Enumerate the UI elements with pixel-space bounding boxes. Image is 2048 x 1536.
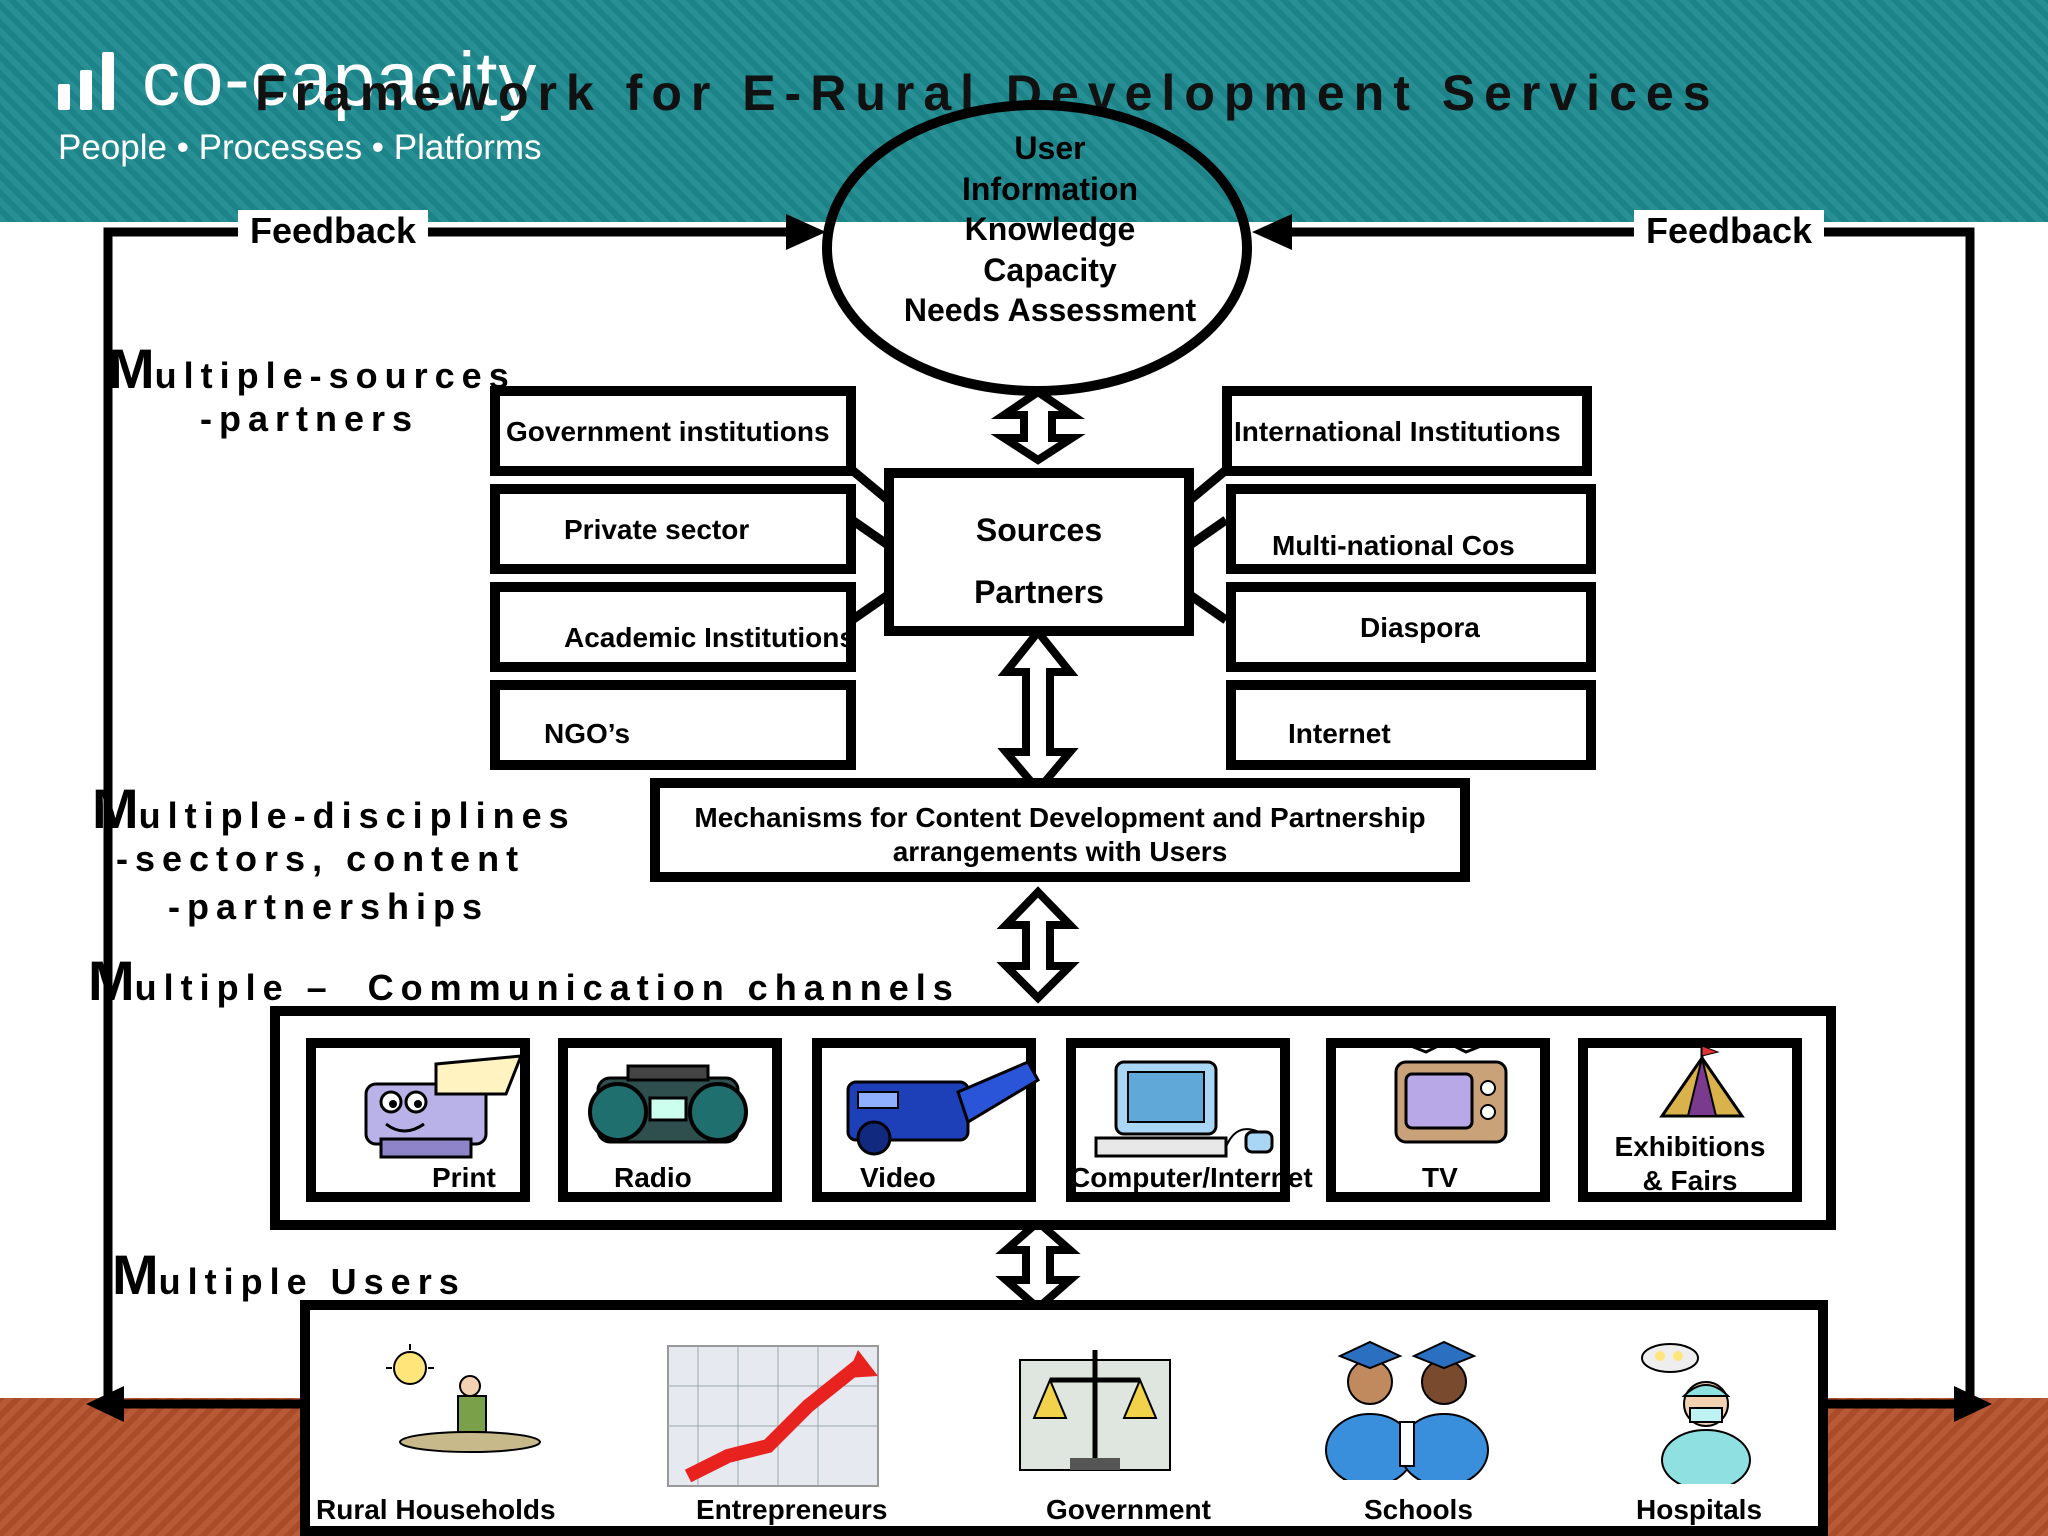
loop-arrow-right bbox=[1954, 1386, 1992, 1422]
channel-video: Video bbox=[812, 1038, 1041, 1202]
feedback-label-left: Feedback bbox=[238, 210, 429, 252]
channel-print: Print bbox=[306, 1038, 530, 1202]
channel-exhibitions-fairs: Exhibitions & Fairs bbox=[1578, 1038, 1802, 1202]
sources-partners-box: Sources Partners bbox=[884, 468, 1194, 636]
user-line-2: Information bbox=[962, 170, 1138, 207]
channel-tv: TV bbox=[1326, 1038, 1550, 1202]
computer-icon bbox=[1094, 1060, 1274, 1158]
channel-radio: Radio bbox=[558, 1038, 782, 1202]
partner-diaspora: Diaspora bbox=[1226, 582, 1596, 672]
partner-academic-institutions: Academic Institutions bbox=[490, 582, 856, 672]
scales-of-justice-icon bbox=[1019, 1350, 1171, 1471]
partner-multinational-cos: Multi-national Cos bbox=[1226, 484, 1596, 574]
user-line-1: User bbox=[1014, 130, 1086, 166]
double-arrows bbox=[990, 387, 1086, 1314]
loop-arrow-left bbox=[86, 1386, 124, 1422]
partner-private-sector: Private sector bbox=[490, 484, 856, 574]
feedback-label-right: Feedback bbox=[1634, 210, 1825, 252]
tv-icon bbox=[1394, 1040, 1508, 1144]
user-line-5: Needs Assessment bbox=[903, 292, 1197, 328]
partner-ngos: NGO’s bbox=[490, 680, 856, 770]
printer-icon bbox=[364, 1054, 524, 1159]
farmer-icon bbox=[386, 1344, 541, 1453]
user-needs-ellipse bbox=[822, 100, 1252, 396]
section-label-disciplines: Multiple-disciplines bbox=[92, 777, 576, 840]
section-label-partners: -partners bbox=[200, 398, 420, 439]
radio-icon bbox=[588, 1064, 748, 1144]
mechanisms-box: Mechanisms for Content Development and P… bbox=[650, 778, 1470, 882]
section-label-partnerships: -partnerships bbox=[168, 886, 490, 927]
growth-chart-icon bbox=[667, 1345, 879, 1487]
feedback-arrow-right bbox=[1252, 214, 1292, 250]
tent-icon bbox=[1659, 1046, 1745, 1118]
logo-bars-icon bbox=[58, 52, 118, 110]
right-connectors bbox=[1187, 466, 1229, 624]
user-line-4: Capacity bbox=[983, 251, 1117, 288]
section-label-sources: Multiple-sources bbox=[108, 337, 516, 400]
partner-internet: Internet bbox=[1226, 680, 1596, 770]
logo-tagline: People • Processes • Platforms bbox=[58, 128, 542, 167]
feedback-arrow-left bbox=[786, 214, 826, 250]
feedback-loop bbox=[103, 227, 1975, 1409]
user-line-3: Knowledge bbox=[964, 211, 1136, 247]
section-label-channels: Multiple – Communication channels bbox=[88, 949, 960, 1012]
logo-name: co-capacity bbox=[142, 37, 538, 122]
user-needs-text: User Information Knowledge Capacity Need… bbox=[822, 128, 1278, 331]
partner-government-institutions: Government institutions bbox=[490, 386, 856, 476]
users-box: Rural Households Entrepreneurs Governmen… bbox=[300, 1300, 1828, 1536]
surgeon-icon bbox=[1641, 1343, 1751, 1484]
left-connectors bbox=[849, 466, 891, 624]
channel-computer-internet: Computer/Internet bbox=[1066, 1038, 1313, 1202]
partner-international-institutions: International Institutions bbox=[1222, 386, 1592, 476]
channels-container bbox=[270, 1006, 1836, 1230]
section-label-users: Multiple Users bbox=[112, 1243, 466, 1306]
graduates-icon bbox=[1325, 1340, 1489, 1480]
sources-label-rest: ultiple-sources bbox=[154, 355, 516, 396]
video-camera-icon bbox=[846, 1060, 1041, 1156]
section-label-sectors: -sectors, content bbox=[116, 838, 526, 879]
